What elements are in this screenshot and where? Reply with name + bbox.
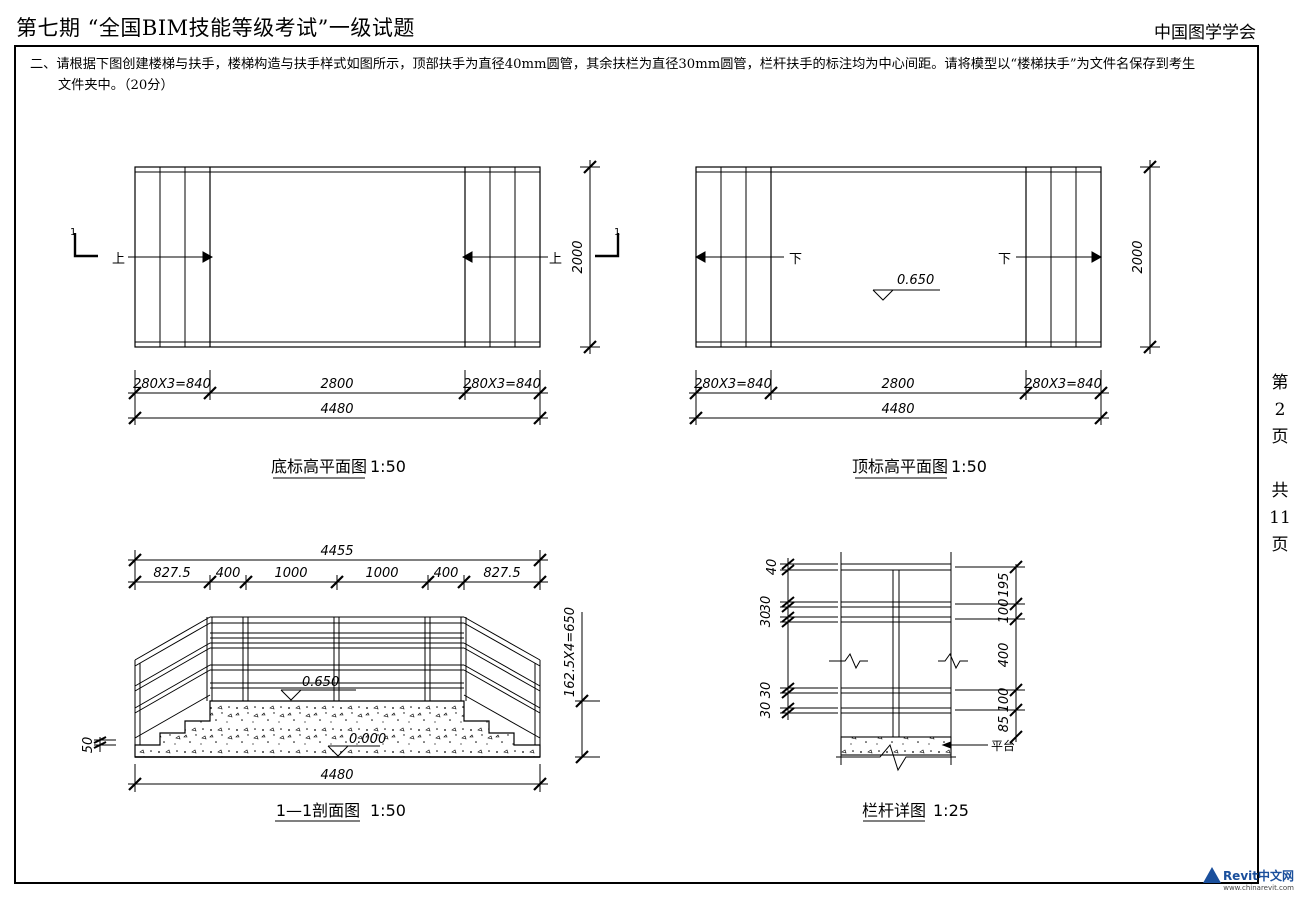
page-char-4: 共	[1271, 481, 1289, 501]
detail-dim-right-3: 400	[997, 643, 1012, 668]
plan-top-dim-middle: 2800	[881, 377, 914, 392]
section-dim-height: 162.5X4=650	[563, 607, 578, 697]
page-char-2: 2	[1274, 400, 1286, 420]
page-char-6: 页	[1271, 535, 1289, 555]
plan-bottom-dim-flight-left: 280X3=840	[133, 377, 211, 392]
railing-detail	[780, 552, 1025, 822]
break-line	[938, 652, 968, 670]
section-view	[93, 550, 600, 822]
section-dim-top-total: 4455	[320, 544, 353, 559]
section-dim-top-4: 1000	[365, 566, 398, 581]
section-mark-number: 1	[614, 227, 620, 238]
organization-name: 中国图学学会	[1154, 23, 1256, 43]
watermark-url: www.chinarevit.com	[1223, 884, 1294, 892]
section-dim-bottom: 4480	[320, 768, 353, 783]
elevation-marker	[327, 745, 349, 757]
arrowhead	[202, 251, 214, 263]
arrowhead	[1091, 251, 1103, 263]
drawing-frame	[14, 45, 1259, 884]
handrail-sloped-left	[134, 616, 211, 661]
plan-bottom-dim-height: 2000	[571, 240, 586, 273]
watermark-brand: Revit中文网	[1222, 869, 1294, 883]
question-line-1: 二、请根据下图创建楼梯与扶手，楼梯构造与扶手样式如图所示，顶部扶手为直径40mm…	[30, 57, 1196, 72]
detail-dim-left-2: 30	[759, 596, 774, 613]
plan-bottom-title: 底标高平面图	[271, 457, 367, 476]
section-mark-number: 1	[70, 227, 76, 238]
detail-dim-left-3: 30	[759, 611, 774, 628]
section-dim-left: 50	[81, 737, 96, 754]
detail-platform-label: 平台	[991, 738, 1015, 753]
elevation-marker	[872, 289, 894, 301]
plan-top-elevation: 0.650	[897, 273, 934, 288]
section-dim-top-6: 827.5	[483, 566, 520, 581]
revit-logo-icon	[1202, 867, 1221, 883]
section-dim-top-1: 827.5	[153, 566, 190, 581]
section-mark-right	[595, 233, 620, 258]
section-scale: 1:50	[370, 801, 406, 820]
detail-dim-right-5: 85	[997, 716, 1012, 733]
detail-scale: 1:25	[933, 801, 969, 820]
detail-dim-left-4: 30	[759, 682, 774, 699]
section-mark-left	[73, 233, 98, 258]
exam-title: 第七期 “全国BIM技能等级考试”一级试题	[16, 16, 415, 40]
section-title: 1—1剖面图	[276, 801, 360, 820]
plan-top-scale: 1:50	[951, 457, 987, 476]
detail-title: 栏杆详图	[862, 801, 926, 820]
plan-top	[689, 160, 1160, 479]
break-line	[836, 743, 956, 772]
stair-concrete	[134, 700, 541, 758]
section-dim-top-5: 400	[434, 566, 459, 581]
watermark: Revit中文网 www.chinarevit.com	[1202, 867, 1294, 892]
plan-bottom	[73, 160, 620, 479]
section-dim-top-2: 400	[216, 566, 241, 581]
plan-bottom-up-label-left: 上	[112, 252, 125, 267]
platform	[840, 736, 952, 756]
plan-top-dim-flight-right: 280X3=840	[1024, 377, 1102, 392]
question-line-2: 文件夹中。（20分）	[58, 78, 174, 93]
detail-dim-left-5: 30	[759, 702, 774, 719]
plan-bottom-dim-total: 4480	[320, 402, 353, 417]
detail-dim-left-1: 40	[765, 559, 780, 576]
arrowhead	[694, 251, 706, 263]
question-text: 二、请根据下图创建楼梯与扶手，楼梯构造与扶手样式如图所示，顶部扶手为直径40mm…	[30, 54, 1230, 96]
plan-bottom-scale: 1:50	[370, 457, 406, 476]
section-elev-top: 0.650	[302, 675, 339, 690]
handrail-sloped-right	[463, 616, 541, 661]
detail-dim-right-4: 100	[997, 688, 1012, 713]
detail-dim-right-1: 195	[997, 573, 1012, 598]
plan-top-dim-height: 2000	[1131, 240, 1146, 273]
page-char-1: 第	[1271, 373, 1289, 393]
elevation-marker	[280, 689, 302, 701]
arrowhead	[461, 251, 473, 263]
plan-bottom-up-label-right: 上	[549, 252, 562, 267]
plan-top-title: 顶标高平面图	[852, 457, 948, 476]
page-char-5: 11	[1269, 508, 1291, 528]
break-line	[829, 652, 868, 670]
section-dim-top-3: 1000	[274, 566, 307, 581]
detail-dim-right-2: 100	[997, 599, 1012, 624]
page-char-3: 页	[1271, 427, 1289, 447]
plan-bottom-dim-middle: 2800	[320, 377, 353, 392]
plan-top-dim-flight-left: 280X3=840	[694, 377, 772, 392]
plan-top-down-label-left: 下	[789, 252, 802, 267]
plan-top-down-label-right: 下	[998, 252, 1011, 267]
section-elev-bottom: 0.000	[349, 732, 386, 747]
plan-bottom-dim-flight-right: 280X3=840	[463, 377, 541, 392]
plan-top-dim-total: 4480	[881, 402, 914, 417]
page-indicator: 第 2 页 共 11 页	[1268, 370, 1292, 559]
